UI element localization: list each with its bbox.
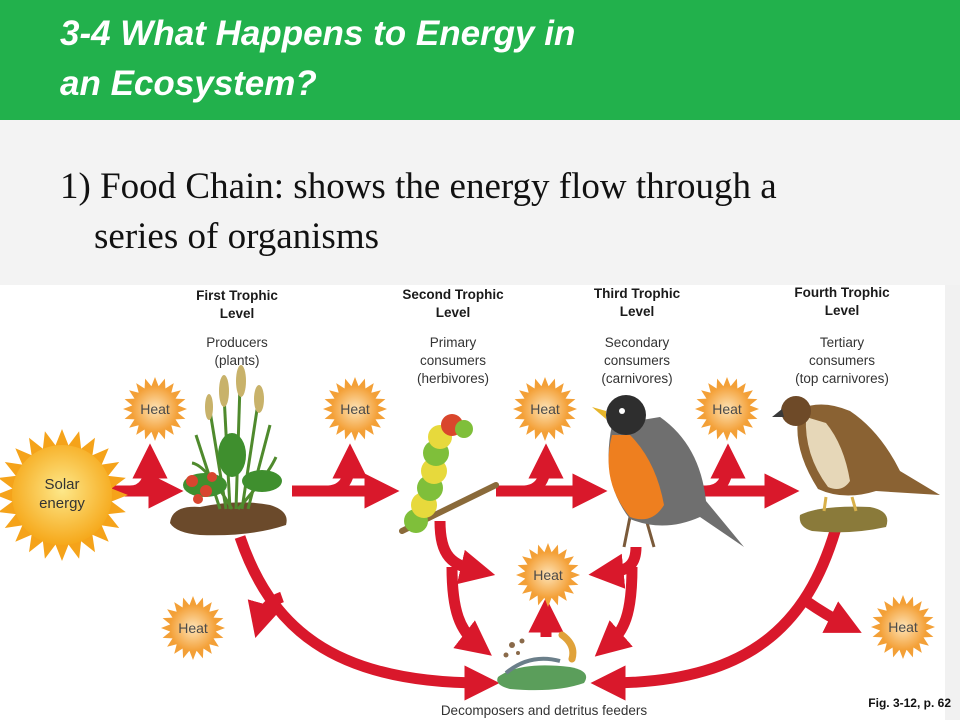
- heat-label: Heat: [712, 401, 742, 417]
- level-2-desc: Primary: [430, 335, 477, 350]
- heat-burst-core: [880, 604, 926, 650]
- level-4-desc: Tertiary: [820, 335, 865, 350]
- arrow-primary-to-decomposers: [446, 566, 492, 656]
- arrow-primary-heat: [521, 443, 564, 497]
- level-1-title-2: Level: [220, 306, 255, 321]
- level-4-heading: Fourth Trophic Level Tertiary consumers …: [794, 285, 890, 386]
- heat-label: Heat: [178, 620, 208, 636]
- heat-label: Heat: [530, 401, 560, 417]
- heat-label: Heat: [340, 401, 370, 417]
- heat-burst-icon: Heat: [323, 377, 387, 441]
- primary-consumer-caterpillar-icon: [399, 414, 499, 534]
- heat-burst-core: [525, 552, 571, 598]
- arrow-secondary-to-decomposers: [594, 566, 638, 657]
- solar-label: Solar: [44, 476, 79, 493]
- heat-burst-core: [522, 386, 568, 432]
- level-4-desc-3: (top carnivores): [795, 371, 889, 386]
- heat-burst-core: [132, 386, 178, 432]
- level-2-heading: Second Trophic Level Primary consumers (…: [402, 287, 504, 386]
- arrow-tertiary-to-decomposers: [590, 519, 844, 701]
- heat-burst-icon: Heat: [871, 595, 935, 659]
- level-4-title: Fourth Trophic: [794, 285, 890, 300]
- slide-title-line-2: an Ecosystem?: [60, 64, 317, 103]
- producers-plants-icon: [170, 365, 287, 536]
- arrow-sun-heat: [129, 443, 168, 497]
- level-2-desc-3: (herbivores): [417, 371, 489, 386]
- heat-label: Heat: [888, 619, 918, 635]
- heat-burst-core: [704, 386, 750, 432]
- figure-caption: Fig. 3-12, p. 62: [868, 696, 951, 710]
- bullet-text-line-1: 1) Food Chain: shows the energy flow thr…: [60, 166, 777, 207]
- secondary-consumer-robin-icon: [592, 395, 744, 548]
- level-1-heading: First Trophic Level Producers (plants): [196, 288, 278, 368]
- level-3-desc: Secondary: [605, 335, 670, 350]
- level-4-desc-2: consumers: [809, 353, 875, 368]
- heat-burst-icon: Heat: [123, 377, 187, 441]
- heat-burst-icon: Heat: [516, 543, 580, 607]
- arrow-primary-to-center-heat: [434, 520, 496, 585]
- solar-label-2: energy: [39, 495, 85, 512]
- level-2-desc-2: consumers: [420, 353, 486, 368]
- title-band: 3-4 What Happens to Energy in an Ecosyst…: [0, 0, 960, 120]
- decomposers-label: Decomposers and detritus feeders: [441, 703, 648, 718]
- heat-burst-icon: Heat: [513, 377, 577, 441]
- level-2-title-2: Level: [436, 305, 471, 320]
- arrow-producers-heat-low: [247, 591, 285, 638]
- level-3-heading: Third Trophic Level Secondary consumers …: [594, 286, 681, 386]
- slide-title-line-1: 3-4 What Happens to Energy in: [60, 14, 576, 53]
- heat-label: Heat: [140, 401, 170, 417]
- heat-label: Heat: [533, 567, 563, 583]
- arrow-producers-heat: [325, 443, 368, 497]
- level-4-title-2: Level: [825, 303, 860, 318]
- level-1-desc: Producers: [206, 335, 268, 350]
- level-3-desc-2: consumers: [604, 353, 670, 368]
- level-3-title: Third Trophic: [594, 286, 681, 301]
- arrow-tertiary-heat-low: [802, 596, 862, 633]
- heat-burst-icon: Heat: [695, 377, 759, 441]
- arrow-secondary-heat: [705, 443, 746, 497]
- level-1-desc-2: (plants): [214, 353, 259, 368]
- solar-energy-icon: Solar energy: [0, 429, 128, 561]
- level-3-desc-3: (carnivores): [601, 371, 672, 386]
- bullet-area: 1) Food Chain: shows the energy flow thr…: [0, 120, 960, 285]
- energy-arrows: [112, 443, 862, 701]
- level-1-title: First Trophic: [196, 288, 278, 303]
- food-chain-diagram: First Trophic Level Producers (plants) S…: [0, 285, 945, 720]
- heat-burst-core: [332, 386, 378, 432]
- arrow-secondary-to-center-heat: [588, 546, 642, 589]
- sun-disc: [12, 445, 112, 545]
- tertiary-consumer-hawk-icon: [772, 396, 940, 533]
- arrow-producers-to-decomposers: [234, 535, 500, 701]
- heat-burst-core: [170, 605, 216, 651]
- bullet-text-line-2: series of organisms: [94, 216, 379, 257]
- level-2-title: Second Trophic: [402, 287, 504, 302]
- decomposers-icon: [497, 631, 587, 691]
- heat-burst-icon: Heat: [161, 596, 225, 660]
- food-chain-svg: First Trophic Level Producers (plants) S…: [0, 285, 940, 718]
- level-3-title-2: Level: [620, 304, 655, 319]
